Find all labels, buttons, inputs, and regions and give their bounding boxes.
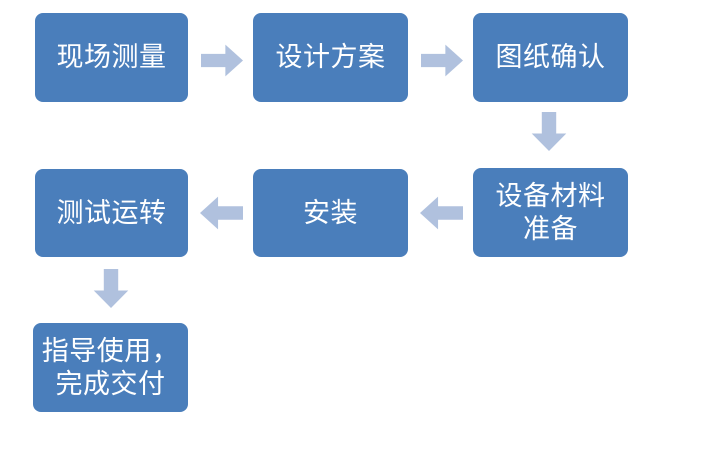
flow-arrow-left-n4-to-n5-icon xyxy=(420,196,463,230)
flow-node-n4[interactable]: 设备材料 准备 xyxy=(473,168,628,257)
flow-arrow-right-n1-to-n2-icon xyxy=(201,44,243,77)
flow-arrow-down-n3-to-n4-icon xyxy=(531,112,567,151)
flow-node-n6[interactable]: 测试运转 xyxy=(35,169,188,257)
flow-node-n1[interactable]: 现场测量 xyxy=(35,13,188,102)
flow-node-n2[interactable]: 设计方案 xyxy=(253,13,408,102)
flow-arrow-right-n2-to-n3-icon xyxy=(421,44,463,77)
flow-node-n7[interactable]: 指导使用， 完成交付 xyxy=(33,323,188,412)
flow-arrow-down-n6-to-n7-icon xyxy=(93,269,129,308)
flow-arrow-left-n5-to-n6-icon xyxy=(200,196,243,230)
flow-node-n3[interactable]: 图纸确认 xyxy=(473,13,628,102)
flow-node-n5[interactable]: 安装 xyxy=(253,169,408,257)
